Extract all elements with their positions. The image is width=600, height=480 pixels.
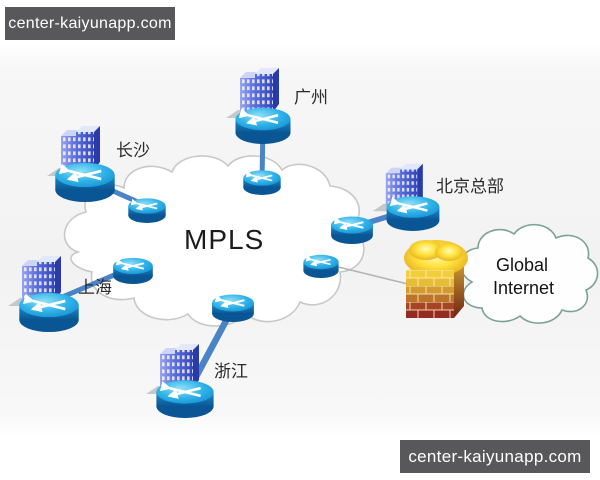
- site-label-changsha: 长沙: [116, 141, 150, 160]
- router-icon: [303, 255, 338, 278]
- internet-cloud-label-line2: Internet: [493, 278, 554, 298]
- router-icon: [331, 216, 373, 244]
- watermark-text: center-kaiyunapp.com: [408, 446, 582, 466]
- router-icon: [113, 258, 153, 284]
- watermark-bottom-right: center-kaiyunapp.com: [400, 440, 590, 473]
- router-icon: [55, 163, 114, 202]
- router-icon: [212, 294, 254, 322]
- internet-cloud-label-line1: Global: [496, 255, 548, 275]
- site-zhejiang: 浙江: [146, 344, 248, 418]
- mpls-cloud-label: MPLS: [184, 224, 264, 255]
- router-icon: [387, 196, 440, 231]
- site-guangzhou: 广州: [226, 68, 328, 144]
- site-shanghai: 上海: [8, 256, 112, 332]
- router-icon: [243, 170, 280, 195]
- site-beijing-hq: 北京总部: [372, 163, 504, 231]
- site-label-shanghai: 上海: [78, 278, 112, 297]
- internet-cloud-shape: [459, 223, 599, 324]
- router-icon: [128, 198, 165, 223]
- site-label-zhejiang: 浙江: [214, 362, 248, 381]
- firewall-bricks: [406, 270, 454, 318]
- watermark-text: center-kaiyunapp.com: [8, 14, 172, 32]
- watermark-top-left: center-kaiyunapp.com: [5, 7, 175, 40]
- router-icon: [156, 380, 213, 418]
- router-icon: [236, 108, 291, 144]
- firewall-icon: [404, 240, 468, 318]
- router-icon: [19, 293, 78, 332]
- site-changsha: 长沙: [47, 126, 150, 202]
- site-label-beijing-hq: 北京总部: [436, 177, 504, 196]
- site-label-guangzhou: 广州: [294, 88, 328, 107]
